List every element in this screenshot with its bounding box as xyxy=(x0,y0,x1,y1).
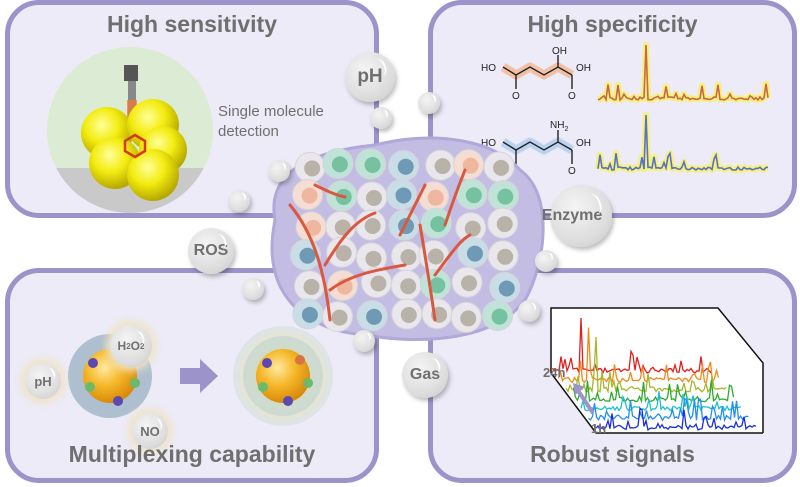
cell-nucleus xyxy=(395,187,412,204)
cell-nucleus xyxy=(497,188,514,205)
cell-nucleus xyxy=(400,307,417,324)
plot-frame xyxy=(550,372,763,434)
time-trace xyxy=(572,380,735,404)
small-bubble xyxy=(353,330,375,352)
enzyme-label: Enzyme xyxy=(541,207,603,224)
tumor-tissue xyxy=(270,136,545,341)
multiplex-illustration xyxy=(68,326,333,426)
arrow-icon xyxy=(180,359,218,393)
cell-nucleus xyxy=(429,277,446,294)
cell-nucleus xyxy=(466,245,483,262)
spectrum-glow xyxy=(595,112,769,173)
benzene-ring xyxy=(123,133,147,159)
time-trace xyxy=(595,407,757,432)
molecule-1: HO OH OH O O xyxy=(481,46,591,102)
cell-nucleus xyxy=(465,187,482,204)
blood-vessels xyxy=(288,168,472,322)
time-trace xyxy=(557,327,720,385)
ph-bubble: pH xyxy=(345,52,395,102)
small-bubble xyxy=(370,107,392,129)
time-trace xyxy=(565,336,727,394)
panel-title: High specificity xyxy=(527,11,698,37)
atom-label: O xyxy=(568,166,576,177)
cell-nucleus xyxy=(364,218,381,235)
atom-label: HO xyxy=(481,63,496,74)
atom-label: O xyxy=(512,91,520,102)
cell-nucleus xyxy=(303,278,320,295)
panel-high-specificity: High specificity HO OH OH O O HO NH2 OH … xyxy=(428,0,797,218)
small-bubble xyxy=(418,92,440,114)
time-trace xyxy=(550,317,712,375)
cell-nucleus xyxy=(370,275,387,292)
enzyme-bubble: Enzyme xyxy=(542,185,612,247)
caption-text: Single molecule detection xyxy=(218,102,324,142)
cell-nucleus xyxy=(462,157,479,174)
spectrum-trace xyxy=(597,114,769,172)
cell-nucleus xyxy=(365,250,382,267)
cell-nucleus xyxy=(335,245,352,262)
cell-nucleus xyxy=(301,306,318,323)
waterfall-spectra xyxy=(550,307,764,434)
cell-nucleus xyxy=(464,220,481,237)
cell-nucleus xyxy=(427,189,444,206)
cell-nucleus xyxy=(364,156,381,173)
caption-line-1: Single molecule xyxy=(218,103,324,120)
cell-nucleus xyxy=(498,280,515,297)
tip-holder xyxy=(124,65,138,81)
spectrum-trace xyxy=(597,44,769,103)
small-bubble xyxy=(268,160,290,182)
atom-label: OH xyxy=(576,63,591,74)
atom-label: OH xyxy=(576,138,591,149)
spectrum-glow xyxy=(597,42,771,103)
atom-label: OH xyxy=(552,46,567,57)
panel-high-sensitivity: High sensitivity Single molecule detecti… xyxy=(5,0,379,218)
plot-frame xyxy=(550,307,764,433)
cell-nucleus xyxy=(365,190,382,207)
cell-nucleus xyxy=(305,219,322,236)
single-molecule-illustration xyxy=(47,47,213,213)
cell-nucleus xyxy=(366,308,383,325)
gas-bubble: Gas xyxy=(402,352,448,398)
cell-nucleus xyxy=(331,309,348,326)
cell-nucleus xyxy=(304,160,321,177)
ros-bubble: ROS xyxy=(188,228,234,274)
small-bubble xyxy=(242,278,264,300)
atom-label: O xyxy=(568,91,576,102)
cell-nucleus xyxy=(434,158,451,175)
label-1h: 1h xyxy=(591,421,607,436)
cell-nucleus xyxy=(497,248,514,265)
atom-label: HO xyxy=(481,138,496,149)
cell-nucleus xyxy=(493,159,510,176)
cell-nucleus xyxy=(461,275,478,292)
cell-nucleus xyxy=(491,308,508,325)
atom-label-nh2: NH2 xyxy=(550,120,568,133)
cell-nucleus xyxy=(331,156,348,173)
panel-title: Multiplexing capability xyxy=(68,441,316,467)
time-trace xyxy=(588,397,749,423)
no-analyte-bubble: NO xyxy=(132,413,168,449)
cell-nucleus xyxy=(334,219,351,236)
time-arrow-icon xyxy=(573,383,595,415)
cell-nucleus xyxy=(430,216,447,233)
cell-nucleus xyxy=(427,248,444,265)
small-bubble xyxy=(518,300,540,322)
panel-title: High sensitivity xyxy=(107,11,277,37)
raman-spectra xyxy=(595,42,771,173)
ph-analyte-bubble: pH xyxy=(25,363,61,399)
cell-nucleus xyxy=(460,310,477,327)
cell-nucleus xyxy=(496,216,513,233)
small-bubble xyxy=(228,190,250,212)
cell-nucleus xyxy=(400,278,417,295)
label-24h: 24h xyxy=(543,365,566,380)
panel-title: Robust signals xyxy=(530,441,695,467)
small-bubble xyxy=(535,250,557,272)
caption-line-2: detection xyxy=(218,123,279,140)
cell-nucleus xyxy=(400,249,417,266)
cell-nucleus xyxy=(299,247,316,264)
cell-nucleus xyxy=(301,187,318,204)
cell-nucleus xyxy=(397,158,414,175)
cell-cluster xyxy=(290,147,521,333)
time-trace xyxy=(580,391,742,413)
